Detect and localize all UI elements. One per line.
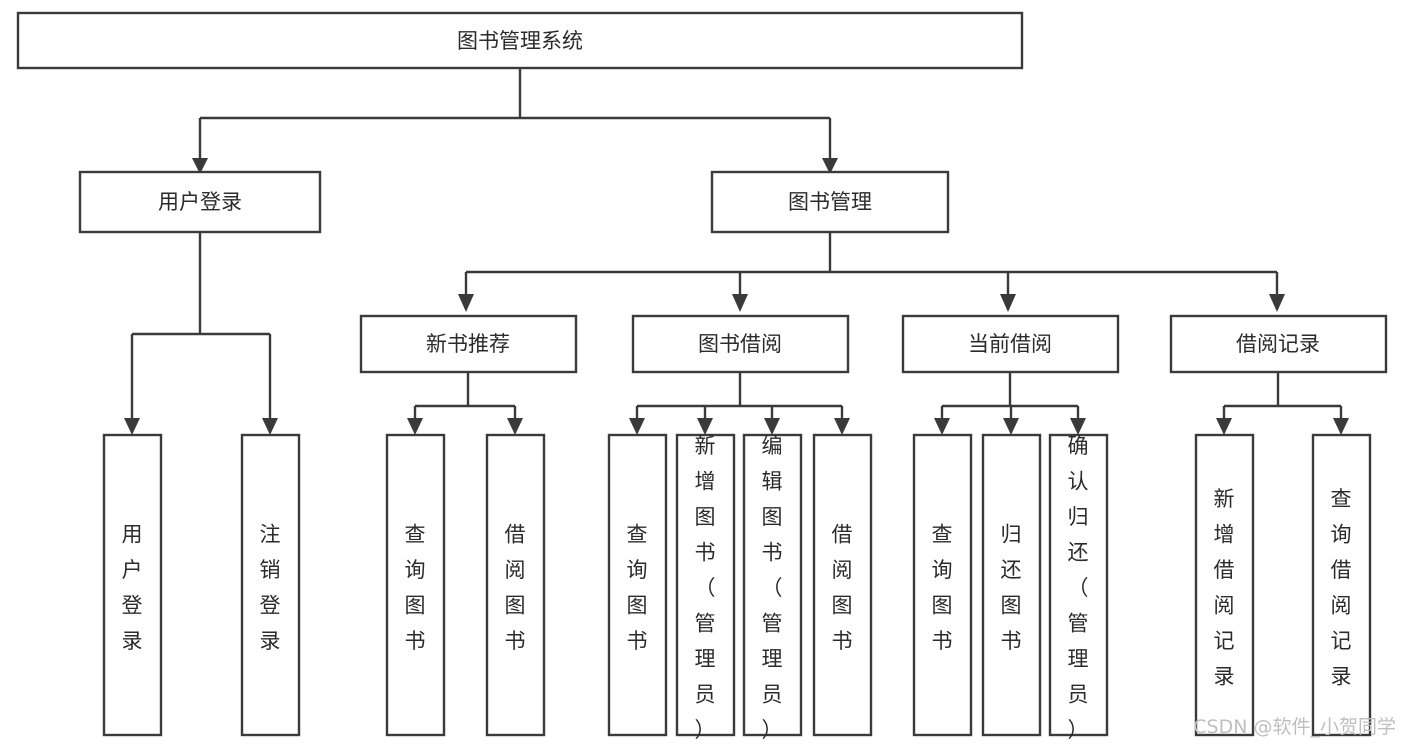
node-book-borrow-label: 图书借阅 xyxy=(698,332,782,356)
arrow-head-currentborrow-leaf-1 xyxy=(934,418,950,435)
leaf-new-book-borrow[interactable]: 借阅图书 xyxy=(485,433,546,737)
arrow-head-leaf-user-login xyxy=(124,418,140,435)
leaf-current-borrow-return-label: 归还图书 xyxy=(1001,523,1022,654)
node-root-system-label: 图书管理系统 xyxy=(457,29,583,53)
leaf-user-login-login[interactable]: 用户登录 xyxy=(102,433,163,737)
leaf-current-borrow-confirm[interactable]: 确认归还（管理员） xyxy=(1048,433,1109,742)
node-user-login-box[interactable] xyxy=(78,170,322,234)
arrow-head-newbook-leaf-1 xyxy=(407,418,423,435)
leaf-current-borrow-query-label: 查询图书 xyxy=(932,523,953,654)
node-book-manage-box[interactable] xyxy=(710,170,950,234)
node-new-book-recommend-box[interactable] xyxy=(359,314,578,374)
node-borrow-record-box[interactable] xyxy=(1169,314,1388,374)
leaf-book-borrow-borrow-label: 借阅图书 xyxy=(832,523,853,654)
arrow-head-bookborrow-leaf-1 xyxy=(629,418,645,435)
arrow-head-borrowrecord-leaf-2 xyxy=(1333,418,1349,435)
node-root-system[interactable]: 图书管理系统 xyxy=(16,11,1024,70)
leaf-user-login-logout-label: 注销登录 xyxy=(260,523,281,654)
connector-layer xyxy=(124,68,1349,435)
arrow-head-new-book-recommend xyxy=(458,294,474,312)
arrow-head-currentborrow-leaf-2 xyxy=(1003,418,1019,435)
arrow-head-user-login xyxy=(192,158,208,174)
node-new-book-recommend[interactable]: 新书推荐 xyxy=(359,314,578,374)
leaf-current-borrow-return-box[interactable] xyxy=(981,433,1042,737)
csdn-watermark: CSDN @软件_小贺同学 xyxy=(1193,716,1396,738)
leaf-borrow-record-add-box[interactable] xyxy=(1194,433,1255,737)
leaf-book-borrow-query[interactable]: 查询图书 xyxy=(607,433,668,737)
leaf-book-borrow-query-label: 查询图书 xyxy=(627,523,648,654)
node-current-borrow-label: 当前借阅 xyxy=(968,332,1052,356)
arrow-head-leaf-logout xyxy=(262,418,278,435)
arrow-head-bookborrow-leaf-2 xyxy=(697,418,713,435)
leaf-user-login-login-box[interactable] xyxy=(102,433,163,737)
leaf-current-borrow-query-box[interactable] xyxy=(912,433,973,737)
node-borrow-record-label: 借阅记录 xyxy=(1236,332,1320,356)
leaf-book-borrow-edit-label: 编辑图书（管理员） xyxy=(762,434,783,742)
arrow-head-borrow-record xyxy=(1269,294,1285,312)
arrow-head-book-borrow xyxy=(732,294,748,312)
leaf-current-borrow-confirm-label: 确认归还（管理员） xyxy=(1068,434,1089,742)
leaf-borrow-record-query-box[interactable] xyxy=(1311,433,1372,737)
node-book-borrow[interactable]: 图书借阅 xyxy=(631,314,850,374)
arrow-head-borrowrecord-leaf-1 xyxy=(1216,418,1232,435)
leaf-new-book-query-label: 查询图书 xyxy=(405,523,426,654)
node-user-login[interactable]: 用户登录 xyxy=(78,170,322,234)
leaf-new-book-borrow-label: 借阅图书 xyxy=(505,523,526,654)
leaf-new-book-query-box[interactable] xyxy=(385,433,446,737)
node-borrow-record[interactable]: 借阅记录 xyxy=(1169,314,1388,374)
arrow-head-book-manage xyxy=(822,158,838,174)
leaf-book-borrow-edit[interactable]: 编辑图书（管理员） xyxy=(742,433,803,742)
leaf-user-login-logout[interactable]: 注销登录 xyxy=(240,433,301,737)
leaf-book-borrow-borrow[interactable]: 借阅图书 xyxy=(812,433,873,737)
arrow-head-newbook-leaf-2 xyxy=(507,418,523,435)
leaf-book-borrow-edit-box[interactable] xyxy=(742,433,803,737)
node-book-borrow-box[interactable] xyxy=(631,314,850,374)
leaf-book-borrow-add-label: 新增图书（管理员） xyxy=(695,434,716,742)
node-current-borrow-box[interactable] xyxy=(901,314,1120,374)
leaf-borrow-record-add[interactable]: 新增借阅记录 xyxy=(1194,433,1255,737)
leaf-user-login-logout-box[interactable] xyxy=(240,433,301,737)
arrow-head-currentborrow-leaf-3 xyxy=(1070,418,1086,435)
leaf-book-borrow-borrow-box[interactable] xyxy=(812,433,873,737)
node-book-manage[interactable]: 图书管理 xyxy=(710,170,950,234)
leaf-new-book-query[interactable]: 查询图书 xyxy=(385,433,446,737)
node-root-system-box[interactable] xyxy=(16,11,1024,70)
leaf-borrow-record-query[interactable]: 查询借阅记录 xyxy=(1311,433,1372,737)
leaf-current-borrow-return[interactable]: 归还图书 xyxy=(981,433,1042,737)
leaf-book-borrow-add-box[interactable] xyxy=(675,433,736,737)
node-current-borrow[interactable]: 当前借阅 xyxy=(901,314,1120,374)
leaf-book-borrow-add[interactable]: 新增图书（管理员） xyxy=(675,433,736,742)
leaf-new-book-borrow-box[interactable] xyxy=(485,433,546,737)
leaf-book-borrow-query-box[interactable] xyxy=(607,433,668,737)
node-user-login-label: 用户登录 xyxy=(158,190,242,214)
leaf-borrow-record-query-label: 查询借阅记录 xyxy=(1331,487,1352,689)
node-book-manage-label: 图书管理 xyxy=(788,190,872,214)
node-new-book-recommend-label: 新书推荐 xyxy=(426,332,510,356)
arrow-head-bookborrow-leaf-4 xyxy=(834,418,850,435)
leaf-current-borrow-confirm-box[interactable] xyxy=(1048,433,1109,737)
leaf-current-borrow-query[interactable]: 查询图书 xyxy=(912,433,973,737)
arrow-head-current-borrow xyxy=(1000,294,1016,312)
arrow-head-bookborrow-leaf-3 xyxy=(764,418,780,435)
leaf-user-login-login-label: 用户登录 xyxy=(122,523,143,654)
leaf-borrow-record-add-label: 新增借阅记录 xyxy=(1214,487,1235,689)
